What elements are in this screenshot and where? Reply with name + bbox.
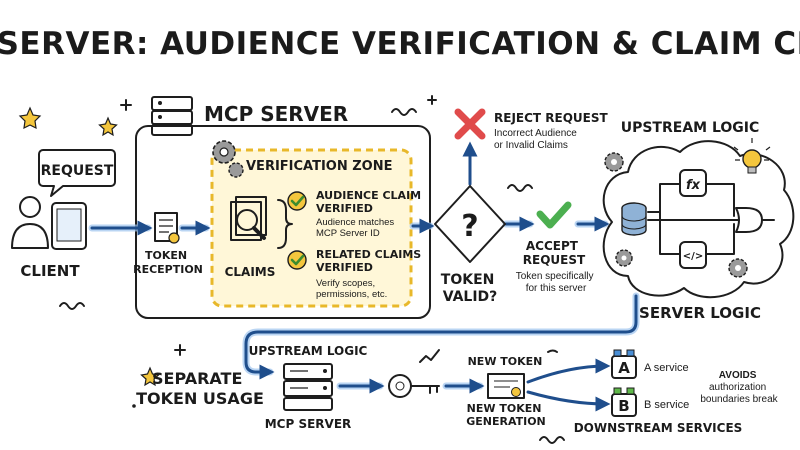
star-icon [98, 116, 118, 137]
bottom-upstream-label: UPSTREAM LOGIC [249, 344, 368, 358]
service-b: B B service [611, 387, 689, 417]
spark-icon [427, 95, 437, 105]
squiggle-icon [507, 184, 533, 192]
related-check-icon [287, 250, 307, 270]
mcp-server-container: MCP SERVER TOKEN RECEPTION VERIFICATION … [133, 96, 431, 319]
decision-question-glyph: ? [461, 209, 478, 244]
claims-magnifier-icon [230, 196, 267, 241]
server-logic-label: SERVER LOGIC [639, 304, 761, 322]
arrow-cloud-to-bottom-server [244, 294, 638, 380]
gear-icon [604, 152, 748, 278]
client-group: REQUEST CLIENT [11, 149, 116, 280]
certificate-icon [487, 373, 525, 399]
decor-stars [18, 95, 565, 444]
verification-zone: VERIFICATION ZONE CLAIMS AUDIENCE CLAIM … [210, 140, 425, 308]
reject-title: REJECT REQUEST [494, 111, 608, 125]
new-token-generation-label: NEW TOKEN GENERATION [466, 402, 546, 428]
service-b-letter: B [618, 397, 629, 415]
separate-token-usage-label: SEPARATE TOKEN USAGE [136, 369, 264, 408]
function-glyph: fx [686, 178, 701, 193]
upstream-logic-cloud: UPSTREAM LOGIC fx </> [602, 120, 795, 322]
code-icon: </> [679, 241, 707, 269]
audience-claim-title: AUDIENCE CLAIM VERIFIED [316, 189, 425, 215]
service-a-letter: A [618, 359, 630, 377]
accept-desc: Token specifically for this server [516, 271, 597, 294]
request-label: REQUEST [41, 163, 114, 179]
service-a: A A service [611, 349, 689, 379]
related-claims-title: RELATED CLAIMS VERIFIED [316, 248, 425, 274]
downstream-services-label: DOWNSTREAM SERVICES [574, 421, 743, 435]
spark-icon [174, 344, 186, 356]
service-b-badge [611, 393, 637, 417]
reject-x-icon [454, 108, 486, 140]
reject-request: REJECT REQUEST Incorrect Audience or Inv… [454, 108, 608, 151]
accept-request: ACCEPT REQUEST Token specifically for th… [516, 201, 597, 294]
mcp-server-label: MCP SERVER [204, 102, 348, 126]
star-icon [18, 106, 42, 130]
claims-bracket [277, 199, 293, 249]
squiggle-icon [539, 436, 565, 444]
logic-gate-icon [735, 207, 775, 233]
arrow-cloud-to-bottom-server [242, 292, 640, 376]
dot-icon [132, 404, 136, 408]
accept-check-icon [536, 201, 572, 229]
client-label: CLIENT [20, 262, 80, 280]
server-icon [151, 96, 193, 136]
cloud-shape [602, 140, 795, 299]
star-icon [140, 366, 160, 387]
service-b-label: B service [644, 399, 689, 411]
reject-desc: Incorrect Audience or Invalid Claims [494, 128, 580, 151]
avoids-label: AVOIDS authorization boundaries break [700, 370, 778, 405]
service-a-label: A service [644, 362, 689, 374]
spark-icon [547, 349, 558, 353]
lightbulb-icon [733, 138, 771, 174]
cloud-connector-lines [647, 183, 739, 255]
database-icon [621, 202, 647, 236]
token-valid-label: TOKEN VALID? [441, 272, 499, 305]
spark-icon [120, 99, 132, 111]
claims-label: CLAIMS [225, 265, 276, 279]
page-title: MCP SERVER: AUDIENCE VERIFICATION & CLAI… [0, 26, 800, 62]
upstream-logic-top-label: UPSTREAM LOGIC [621, 120, 760, 136]
bottom-mcp-server-label: MCP SERVER [265, 417, 352, 431]
code-glyph: </> [683, 251, 703, 262]
token-document-icon [154, 212, 180, 244]
function-icon: fx [679, 169, 707, 197]
accept-title: ACCEPT REQUEST [523, 239, 586, 267]
service-a-badge [611, 355, 637, 379]
related-claims-desc: Verify scopes, permissions, etc. [316, 278, 387, 300]
squiggle-icon [59, 302, 85, 310]
gear-icon [212, 140, 244, 178]
arrow-generation-to-b [526, 390, 611, 412]
verification-zone-label: VERIFICATION ZONE [246, 159, 393, 174]
top-flow-arrows [88, 141, 610, 236]
arrow-generation-to-a [526, 358, 611, 384]
bottom-server-icon [283, 363, 333, 411]
new-token-label: NEW TOKEN [468, 355, 543, 368]
token-valid-decision: ? TOKEN VALID? [434, 185, 506, 305]
request-speech-bubble: REQUEST [38, 149, 116, 197]
user-icon [11, 196, 49, 249]
audience-claim-desc: Audience matches MCP Server ID [316, 217, 397, 239]
token-reception-label: TOKEN RECEPTION [133, 249, 203, 276]
key-icon [388, 349, 440, 398]
tablet-icon [51, 202, 87, 250]
squiggle-icon [391, 108, 417, 116]
separate-token-usage: SEPARATE TOKEN USAGE [132, 369, 264, 408]
trend-sparkline-icon [419, 349, 440, 363]
audience-check-icon [287, 191, 307, 211]
